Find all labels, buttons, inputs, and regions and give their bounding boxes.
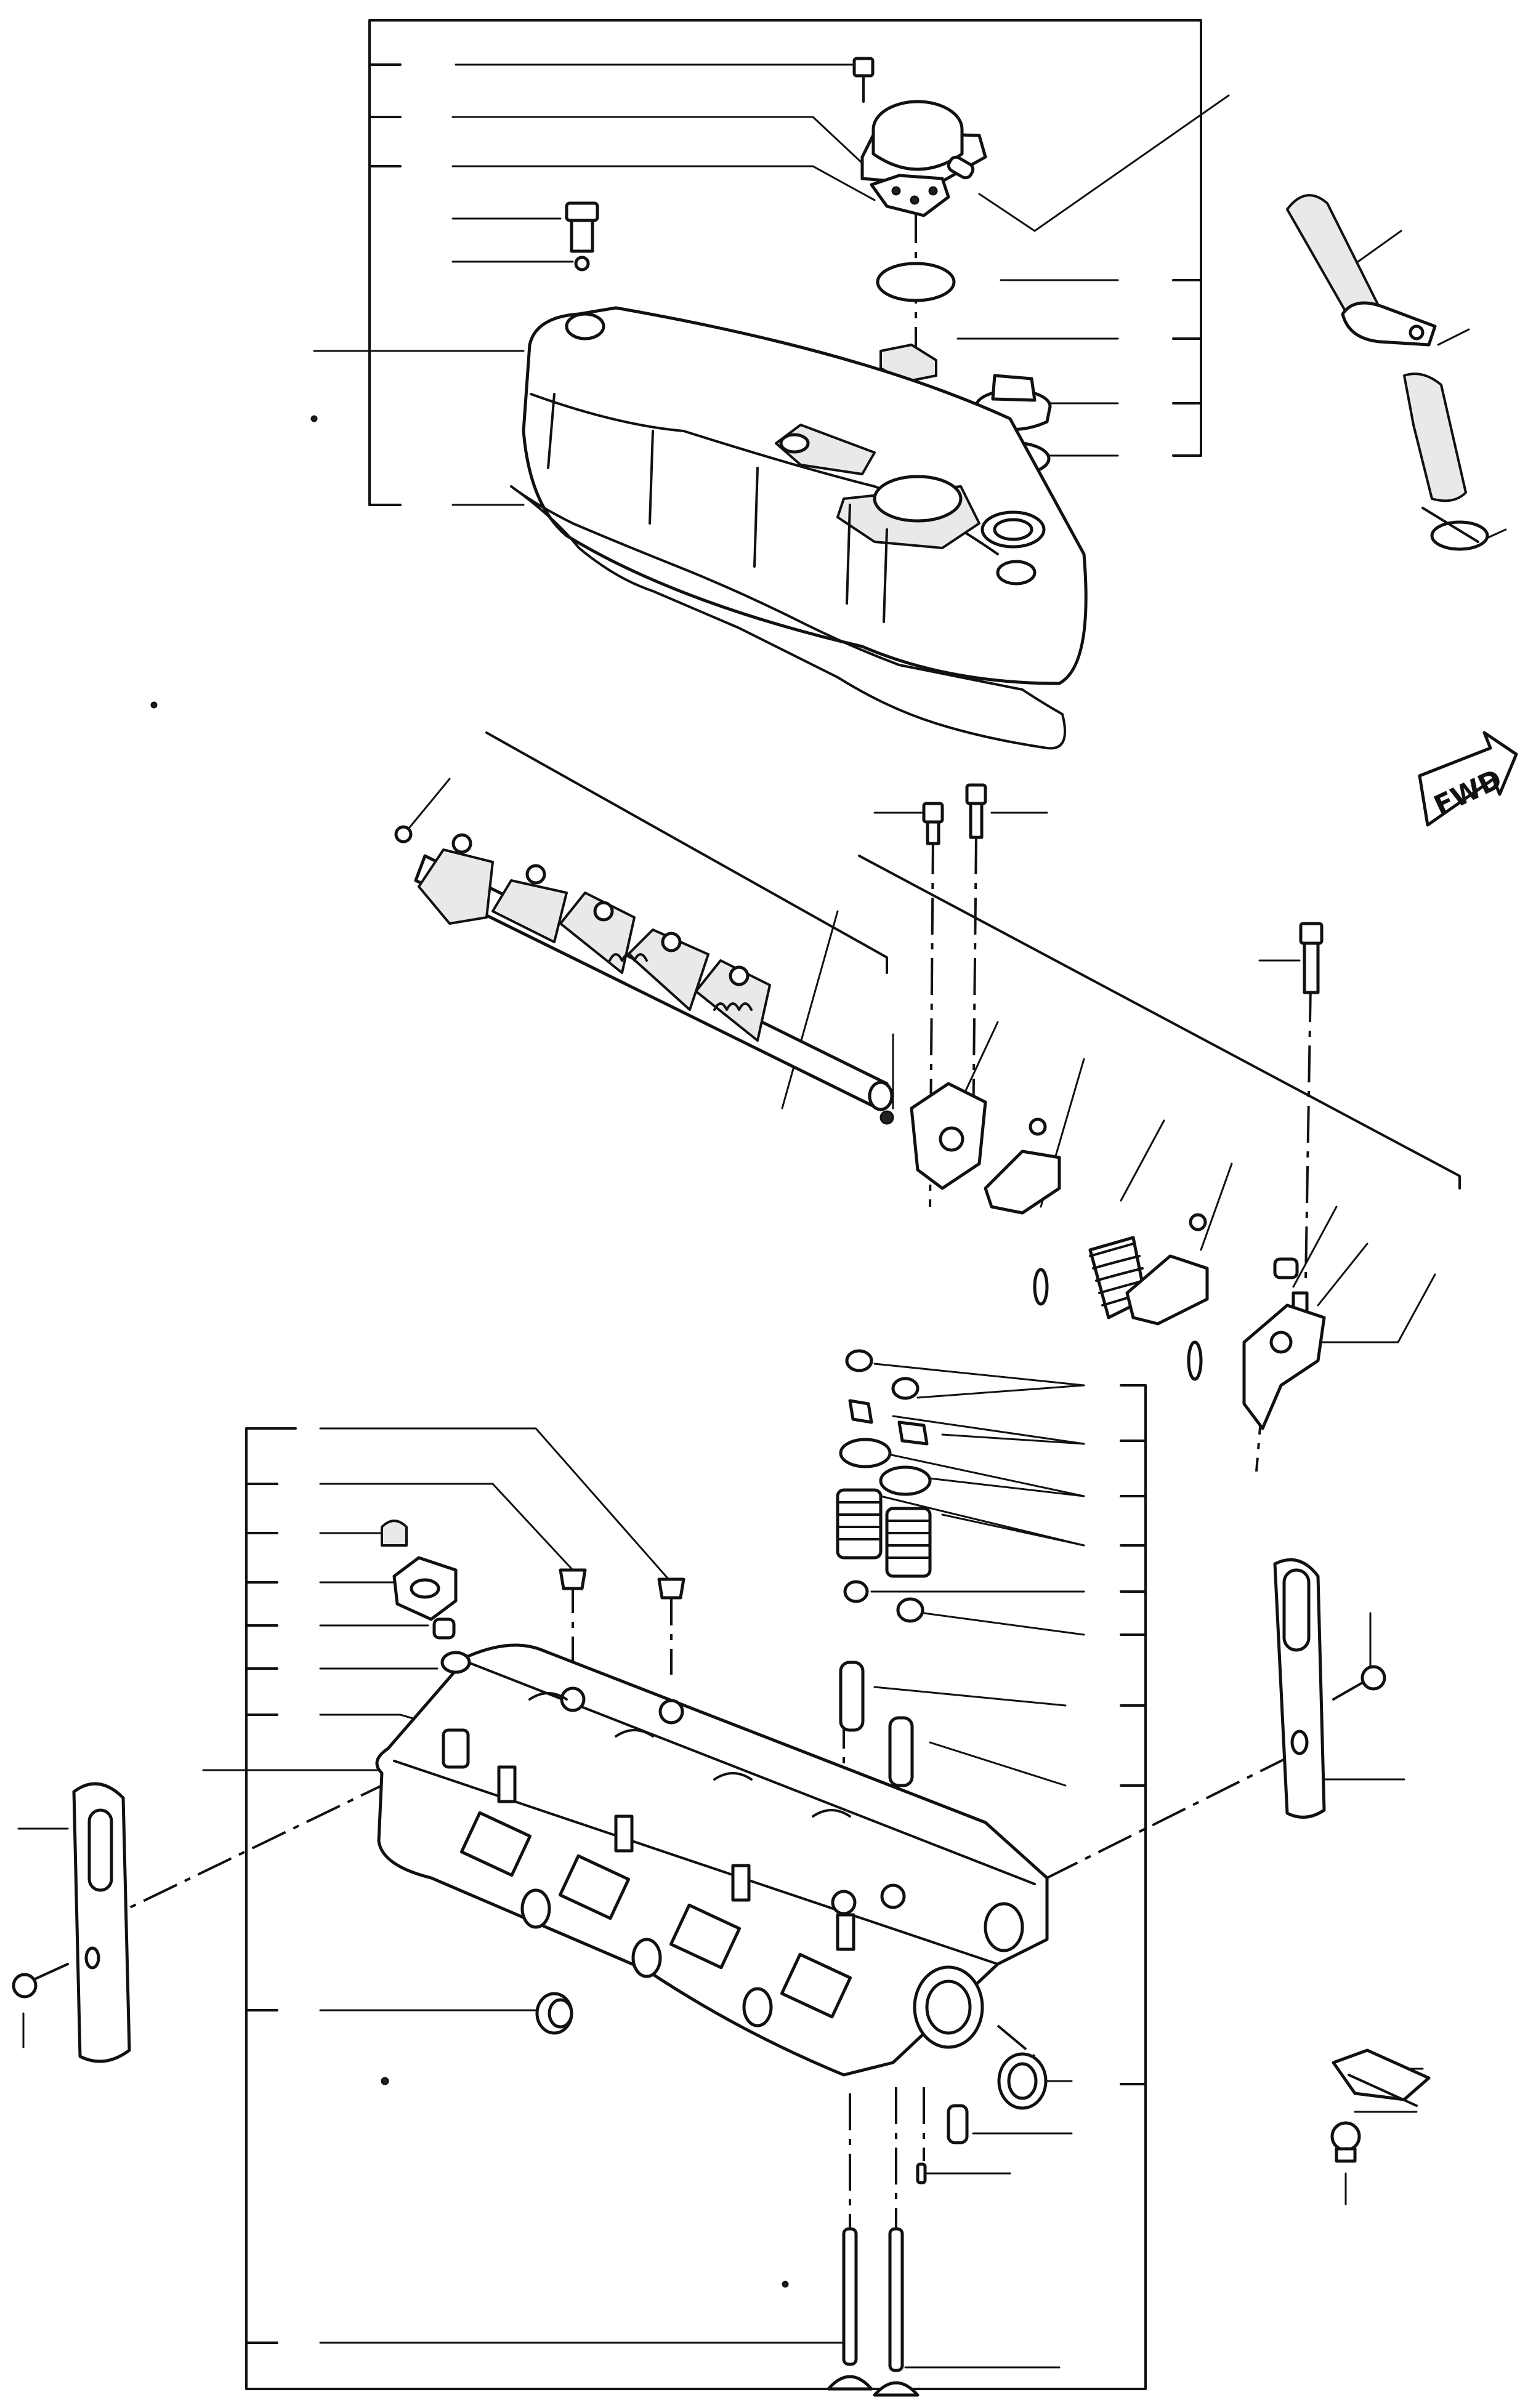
valve-key-1: [848, 1399, 873, 1424]
leader-lines: [17, 63, 1507, 2369]
rocker-bracket: [910, 1082, 987, 1190]
stray-dot-3: [310, 415, 318, 422]
breather-hose-lower: [1403, 372, 1467, 502]
valve-cap-1: [845, 1349, 873, 1372]
stray-dot-2: [782, 2281, 789, 2288]
stem-seal-1: [843, 1580, 869, 1603]
shaft-end-ring: [394, 825, 413, 844]
rocker-group-bracket: [485, 731, 1461, 1190]
breather-cap: [860, 100, 987, 187]
head-dowel: [947, 2104, 969, 2144]
lifting-hook-left: [72, 1782, 131, 2063]
valve-spring-1: [836, 1488, 883, 1560]
intake-valve: [827, 2227, 873, 2391]
end-rocker-bracket: [1242, 1303, 1326, 1430]
lifting-hook-right: [1273, 1558, 1326, 1819]
exhaust-valve: [873, 2227, 920, 2397]
injector-sleeve-2: [657, 1577, 685, 1600]
plug-cap: [1273, 1257, 1299, 1279]
water-outlet-seal: [997, 2052, 1048, 2110]
expansion-plug: [535, 1992, 573, 2035]
cylinder-head: [375, 1643, 1049, 2077]
valve-guide-2: [888, 1716, 914, 1787]
adjust-nut-2: [1189, 1213, 1207, 1231]
coolant-flange: [392, 1556, 458, 1621]
breather-o-ring: [876, 262, 956, 302]
fwd-arrow: FWD: [1418, 731, 1518, 827]
end-bolt: [1299, 922, 1324, 994]
rocker-arm-1: [984, 1150, 1061, 1215]
shaft-plug: [879, 1110, 894, 1125]
shaft-ring-2: [1187, 1340, 1203, 1381]
small-pin: [916, 2162, 927, 2185]
clamp-bolt: [1330, 2121, 1361, 2163]
hook-bolt-left: [12, 1963, 69, 1999]
baffle-block: [879, 344, 937, 383]
adjust-nut-1: [1029, 1117, 1047, 1136]
stud-washer: [574, 256, 590, 272]
stem-seal-2: [896, 1597, 924, 1623]
head-plug-nut: [381, 1520, 408, 1547]
valve-key-2: [897, 1420, 929, 1446]
valve-cover: [522, 306, 1088, 685]
cover-gasket: [510, 485, 1067, 750]
head-group-bracket: [245, 1384, 1147, 2390]
cover-stud: [565, 201, 599, 253]
breather-base: [870, 174, 950, 217]
valve-cap-2: [891, 1377, 920, 1400]
rocker-bolt-1: [922, 802, 944, 845]
hose-clip-lower: [1421, 507, 1489, 551]
wire-clamp: [1332, 2048, 1431, 2107]
hose-clip-upper: [1341, 301, 1437, 347]
valve-guide-1: [839, 1661, 865, 1732]
valve-spring-2: [885, 1507, 932, 1578]
dowel-sleeve: [432, 1617, 456, 1640]
rocker-arm-2: [1125, 1254, 1209, 1326]
spring-retainer-2: [879, 1465, 932, 1496]
injector-sleeve-1: [559, 1568, 587, 1590]
stray-dot-1: [381, 2077, 389, 2085]
cover-bolt: [852, 57, 875, 103]
hook-bolt-right: [1332, 1665, 1386, 1701]
rocker-bolt-2: [965, 783, 987, 839]
cover-group-bracket: [368, 19, 1202, 506]
rocker-arm-shaft: [414, 833, 894, 1111]
sealing-washer: [440, 1651, 471, 1674]
shaft-ring-1: [1033, 1268, 1049, 1306]
spring-retainer-1: [839, 1438, 892, 1468]
stray-dot-4: [150, 701, 158, 709]
